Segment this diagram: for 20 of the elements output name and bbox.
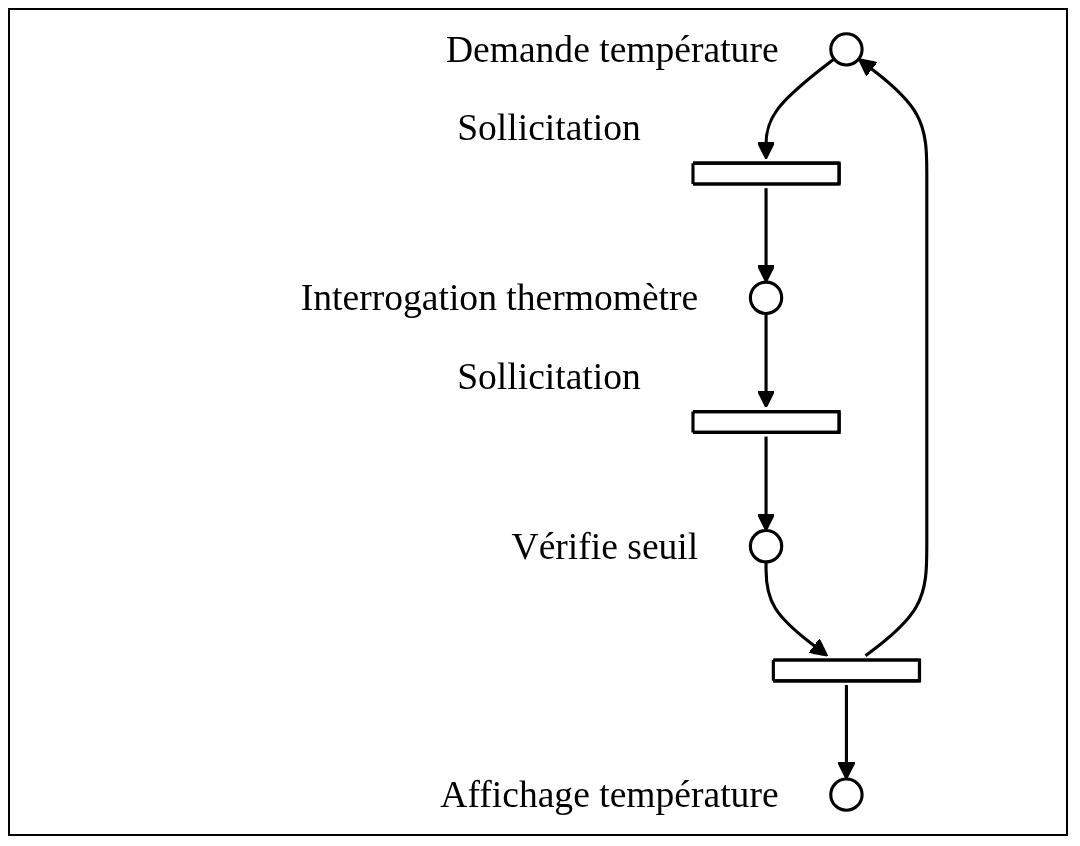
transition-bar — [690, 161, 841, 186]
place-circle — [748, 280, 783, 315]
arrow — [857, 58, 928, 658]
transition-bar — [771, 658, 921, 683]
node-caption: Demande température — [445, 28, 779, 70]
arrow — [764, 561, 828, 657]
place-circle — [828, 777, 864, 812]
node-caption: Sollicitation — [456, 355, 641, 397]
arrow — [756, 188, 775, 283]
node-caption: Sollicitation — [456, 107, 641, 149]
arrow — [756, 313, 775, 409]
arrow — [836, 685, 856, 780]
arrow — [756, 436, 775, 532]
arrow — [756, 57, 835, 160]
place-circle — [828, 32, 864, 67]
node-caption: Interrogation thermomètre — [300, 277, 698, 319]
node-caption: Vérifie seuil — [511, 525, 698, 567]
transition-bar — [690, 410, 841, 434]
node-caption: Affichage température — [439, 774, 779, 816]
place-circle — [748, 529, 783, 564]
